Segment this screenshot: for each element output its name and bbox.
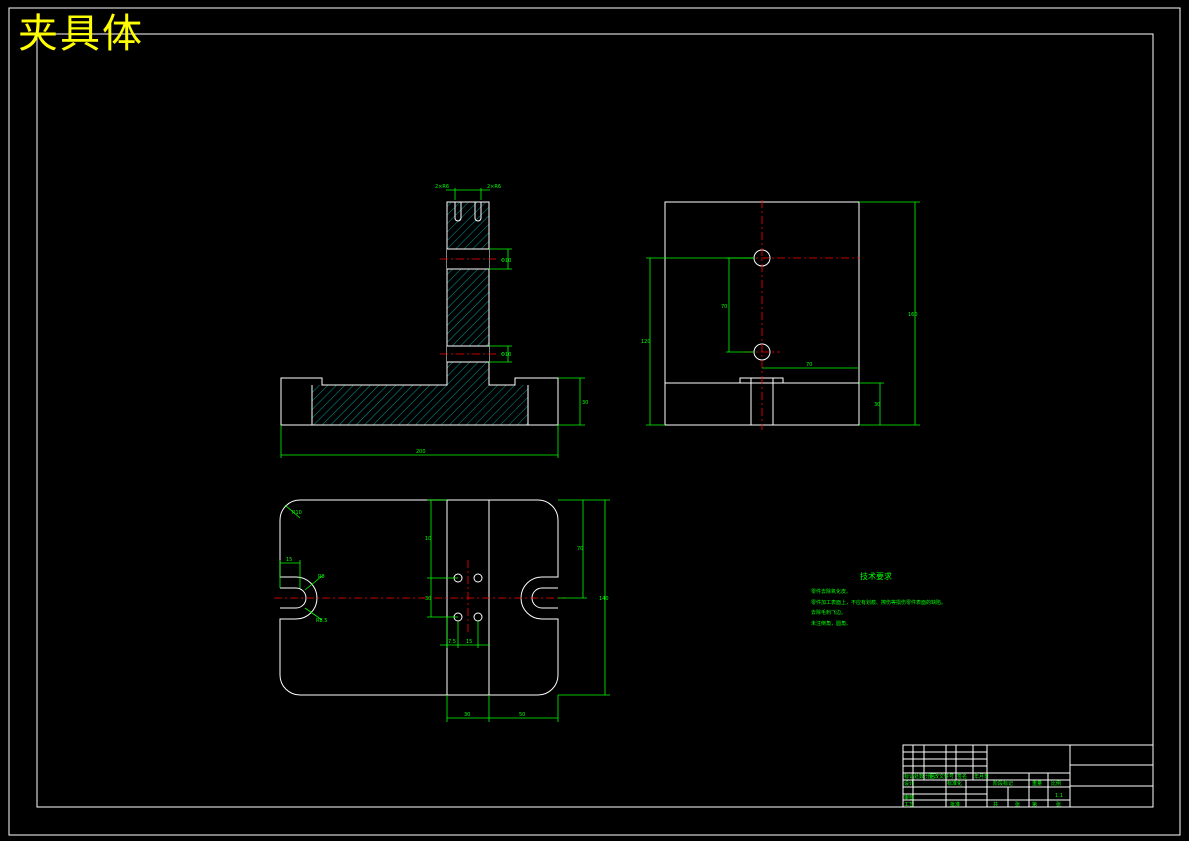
dim-hole-lower: Φ10 bbox=[501, 352, 511, 358]
tech-item-2: 零件加工表面上，不应有划痕、擦伤等损伤零件表面的缺陷。 bbox=[811, 599, 946, 606]
dim-hole-upper: Φ10 bbox=[501, 258, 511, 264]
title-block: 标记 处数 分区 更改文件号 签名 年月日 设计 标准化 阶段标记 重量 比例 … bbox=[902, 744, 1154, 808]
tb-label-weight: 重量 bbox=[1032, 780, 1042, 787]
dim-hole-spacing: 70 bbox=[721, 304, 727, 310]
dim-side-base-height: 30 bbox=[874, 402, 880, 408]
inner-border bbox=[36, 33, 1154, 808]
dim-top-slot-radius: R8 bbox=[318, 574, 325, 580]
top-view: 140 70 10 30 7.5 15 30 50 15 R10 R8 R8.5 bbox=[274, 499, 610, 722]
dim-overall-width: 200 bbox=[416, 449, 426, 455]
drawing-title: 夹具体 bbox=[18, 11, 144, 57]
dim-top-mid: 30 bbox=[425, 596, 431, 602]
dim-top-slot-depth: 15 bbox=[286, 557, 292, 563]
tb-label-date: 年月日 bbox=[974, 773, 989, 780]
tech-heading: 技术要求 bbox=[860, 571, 892, 581]
dim-hole-offset: 70 bbox=[806, 362, 812, 368]
tech-requirements: 技术要求 零件去除氧化皮。 零件加工表面上，不应有划痕、擦伤等损伤零件表面的缺陷… bbox=[811, 571, 946, 627]
tb-label-design: 设计 bbox=[904, 780, 914, 787]
dim-top-hole-x1: 7.5 bbox=[448, 639, 456, 645]
tb-label-count: 处数 bbox=[914, 773, 924, 780]
tb-label-mark: 标记 bbox=[904, 773, 914, 780]
tb-label-review: 审核 bbox=[904, 794, 914, 801]
tb-label-sheet: 张 bbox=[1056, 801, 1061, 808]
tb-label-no: 第 bbox=[1032, 801, 1037, 808]
dim-top-upper-left: 10 bbox=[425, 536, 431, 542]
tb-label-change: 更改文件号 bbox=[929, 773, 954, 780]
dim-base-height: 30 bbox=[582, 400, 588, 406]
tb-scale-value: 1:1 bbox=[1055, 793, 1063, 799]
tb-label-sheets: 张 bbox=[1015, 801, 1020, 808]
dim-slot-left: 2×R6 bbox=[435, 184, 449, 190]
dim-slot-right: 2×R6 bbox=[487, 184, 501, 190]
dim-top-bottom-right: 50 bbox=[519, 712, 525, 718]
tb-label-approve: 批准 bbox=[950, 801, 960, 808]
dim-top-bottom-left: 30 bbox=[464, 712, 470, 718]
dim-top-overall: 140 bbox=[599, 596, 609, 602]
tb-label-total: 共 bbox=[993, 801, 998, 808]
dim-top-upper-right: 70 bbox=[577, 546, 583, 552]
tb-label-scale: 比例 bbox=[1051, 780, 1061, 787]
tb-label-standard: 标准化 bbox=[947, 780, 962, 787]
outer-border bbox=[8, 7, 1181, 836]
side-view: 120 70 70 160 30 bbox=[641, 200, 920, 430]
tech-item-3: 去除毛刺飞边。 bbox=[811, 609, 846, 616]
dim-hole-height: 120 bbox=[641, 339, 651, 345]
tb-label-zone: 分区 bbox=[925, 773, 935, 780]
tb-label-sign: 签名 bbox=[957, 773, 967, 780]
dim-top-hole-x2: 15 bbox=[466, 639, 472, 645]
front-view: 200 30 Φ10 Φ10 2×R6 2×R6 bbox=[280, 184, 588, 458]
tb-label-process: 工艺 bbox=[904, 802, 914, 808]
dim-overall-height: 160 bbox=[908, 312, 918, 318]
dim-top-corner-radius: R10 bbox=[292, 510, 302, 516]
tb-label-stage: 阶段标记 bbox=[993, 780, 1013, 787]
tech-item-4: 未注倒角，圆角。 bbox=[811, 620, 851, 627]
tech-item-1: 零件去除氧化皮。 bbox=[811, 588, 851, 595]
dim-top-slot-bore: R8.5 bbox=[316, 618, 327, 624]
